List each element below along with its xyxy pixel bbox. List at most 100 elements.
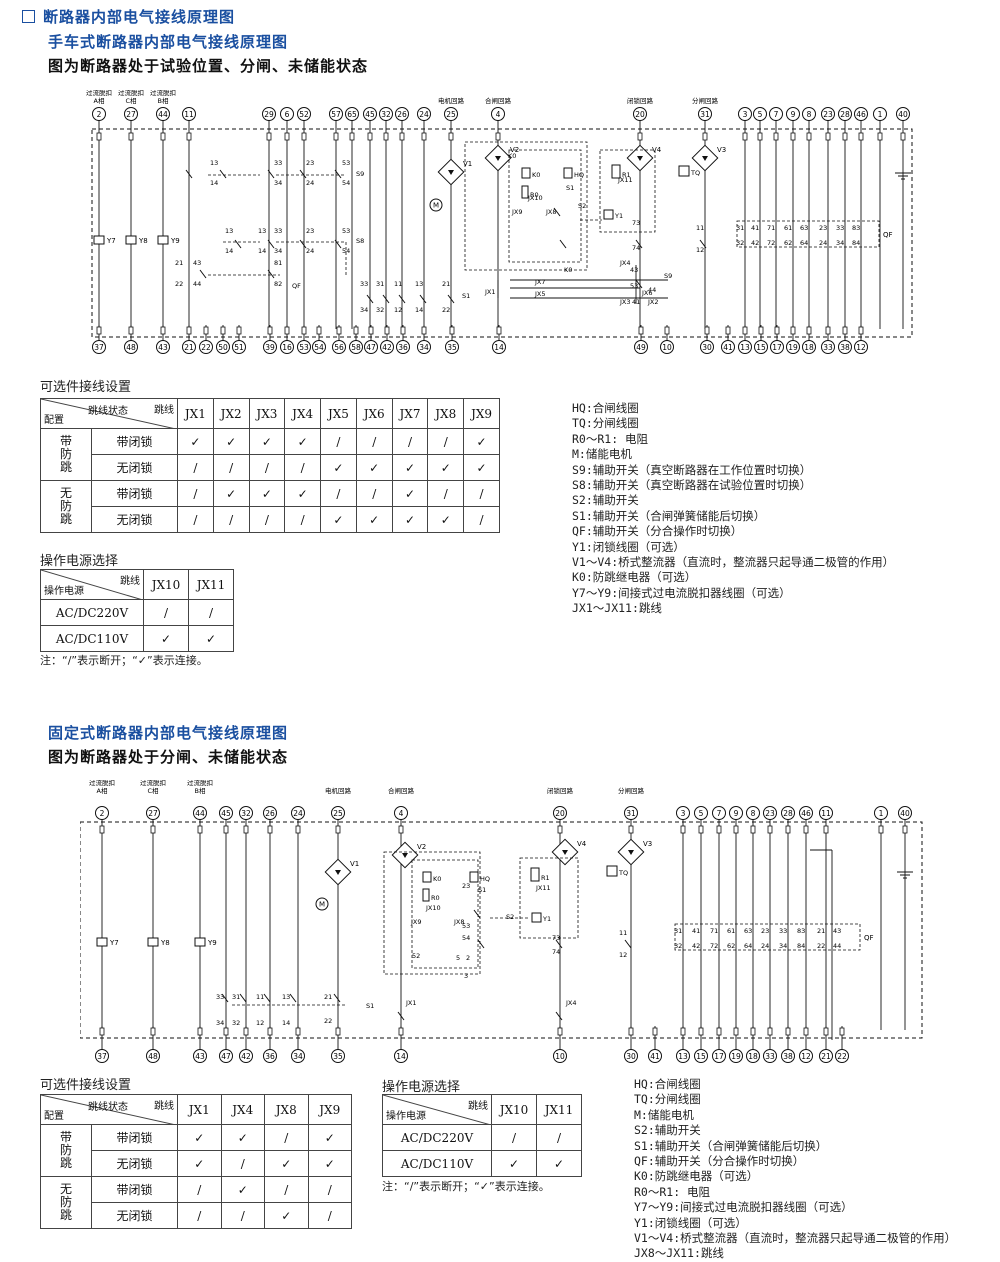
corner-top: 跳线 bbox=[120, 576, 140, 587]
bottom-terminal bbox=[263, 340, 277, 354]
contact-number: 21 bbox=[175, 259, 183, 267]
bottom-terminal bbox=[770, 340, 784, 354]
top-terminal bbox=[769, 107, 783, 121]
plug-contact bbox=[197, 825, 203, 834]
qf-contact-bottom: 72 bbox=[767, 239, 775, 247]
table-cell: / bbox=[284, 506, 322, 533]
contact-number: 12 bbox=[394, 306, 402, 314]
contact-number: 34 bbox=[216, 1019, 224, 1027]
switch-contact bbox=[366, 294, 374, 304]
bridge-label: V3 bbox=[717, 146, 726, 154]
plug-contact bbox=[448, 132, 454, 141]
bottom-terminal-label: 18 bbox=[804, 343, 814, 352]
contact-number: 54 bbox=[342, 247, 350, 255]
top-terminal bbox=[874, 806, 888, 820]
plug-contact bbox=[858, 132, 864, 141]
bottom-terminal bbox=[263, 1049, 277, 1063]
bottom-terminal-label: 48 bbox=[126, 343, 136, 352]
table-cell: ✓ bbox=[143, 625, 189, 652]
switch-contact bbox=[624, 939, 632, 949]
legend-item: R0～R1: 电阻 bbox=[572, 431, 649, 446]
top-terminal bbox=[263, 806, 277, 820]
table-cell: / bbox=[491, 1124, 537, 1151]
contact-number: S9 bbox=[356, 170, 364, 178]
top-terminal-label: 57 bbox=[331, 110, 341, 119]
table-cell: / bbox=[264, 1176, 309, 1203]
bottom-terminal-label: 43 bbox=[195, 1052, 205, 1061]
corner-top: 跳线 bbox=[154, 1101, 174, 1112]
table-cell: ✓ bbox=[355, 506, 393, 533]
plug-contact bbox=[733, 1027, 739, 1036]
component-group bbox=[383, 851, 481, 975]
bottom-terminal bbox=[738, 340, 752, 354]
coil-y7 bbox=[96, 937, 108, 947]
table-cell: / bbox=[427, 480, 465, 507]
jumper-label: JX5 bbox=[534, 290, 546, 298]
row-label: AC/DC110V bbox=[382, 1150, 492, 1177]
top-terminal-label: 40 bbox=[898, 110, 908, 119]
bottom-terminal-label: 15 bbox=[756, 343, 766, 352]
top-terminal-label: 6 bbox=[285, 110, 290, 119]
plug-contact bbox=[349, 132, 355, 141]
plug-contact bbox=[758, 326, 764, 335]
switch-contact bbox=[397, 1011, 405, 1021]
jumper-label: K0 bbox=[564, 266, 572, 274]
switch-contact bbox=[267, 169, 275, 179]
table-cell: ✓ bbox=[284, 428, 322, 455]
bottom-terminal bbox=[219, 1049, 233, 1063]
component-box bbox=[611, 164, 621, 179]
qf-contact-top: 23 bbox=[761, 927, 769, 935]
bottom-terminal bbox=[193, 1049, 207, 1063]
jumper-label: JX2 bbox=[647, 298, 659, 306]
qf-contact-top: 61 bbox=[784, 224, 792, 232]
fixed-state: 图为断路器处于分闸、未储能状态 bbox=[48, 748, 289, 766]
plug-contact bbox=[842, 326, 848, 335]
coil-label: Y7 bbox=[109, 939, 119, 947]
circuit-label: A相 bbox=[97, 786, 108, 795]
bottom-terminal bbox=[124, 340, 138, 354]
contact-number: 54 bbox=[462, 934, 470, 942]
handcart-title: 手车式断路器内部电气接线原理图 bbox=[48, 33, 289, 51]
table-cell: ✓ bbox=[320, 454, 357, 481]
table-cell: ✓ bbox=[391, 454, 429, 481]
contact-number: 22 bbox=[175, 280, 183, 288]
bottom-terminal bbox=[394, 1049, 408, 1063]
top-terminal-label: 44 bbox=[158, 110, 168, 119]
bottom-terminal-label: 37 bbox=[94, 343, 104, 352]
qf-contact-bottom: 62 bbox=[727, 942, 735, 950]
jumper-label: JX11 bbox=[617, 176, 633, 184]
bridge-label: V4 bbox=[577, 840, 587, 848]
bottom-terminal bbox=[492, 340, 506, 354]
diode-icon bbox=[402, 853, 408, 858]
column-header: JX7 bbox=[391, 398, 429, 429]
jumper-label: JX11 bbox=[535, 884, 551, 892]
top-terminal bbox=[239, 806, 253, 820]
qf-contact-top: 71 bbox=[767, 224, 775, 232]
plug-contact bbox=[399, 132, 405, 141]
plug-contact bbox=[638, 326, 644, 335]
bottom-terminal-label: 21 bbox=[821, 1052, 831, 1061]
contact-number: 24 bbox=[306, 247, 314, 255]
bottom-terminal-label: 15 bbox=[696, 1052, 706, 1061]
plug-contact bbox=[750, 1027, 756, 1036]
qf-contact-bottom: 64 bbox=[800, 239, 808, 247]
plug-contact bbox=[421, 132, 427, 141]
contact-number: 52 bbox=[412, 952, 420, 960]
top-terminal-label: 27 bbox=[148, 809, 158, 818]
plug-contact bbox=[223, 1027, 229, 1036]
legend-item: S2:辅助开关 bbox=[634, 1123, 701, 1138]
top-terminal-label: 7 bbox=[717, 809, 722, 818]
table-cell: / bbox=[177, 1202, 222, 1229]
bottom-terminal bbox=[239, 1049, 253, 1063]
top-terminal bbox=[182, 107, 196, 121]
legend-item: TQ:分闸线圈 bbox=[634, 1092, 701, 1107]
row-label: 无闭锁 bbox=[91, 1150, 178, 1177]
diode-icon bbox=[335, 870, 341, 875]
switch-contact bbox=[219, 169, 227, 179]
switch-contact bbox=[185, 169, 193, 179]
plug-contact bbox=[742, 132, 748, 141]
top-terminal-label: 24 bbox=[419, 110, 429, 119]
column-header: JX5 bbox=[320, 398, 357, 429]
contact-number: 24 bbox=[306, 179, 314, 187]
